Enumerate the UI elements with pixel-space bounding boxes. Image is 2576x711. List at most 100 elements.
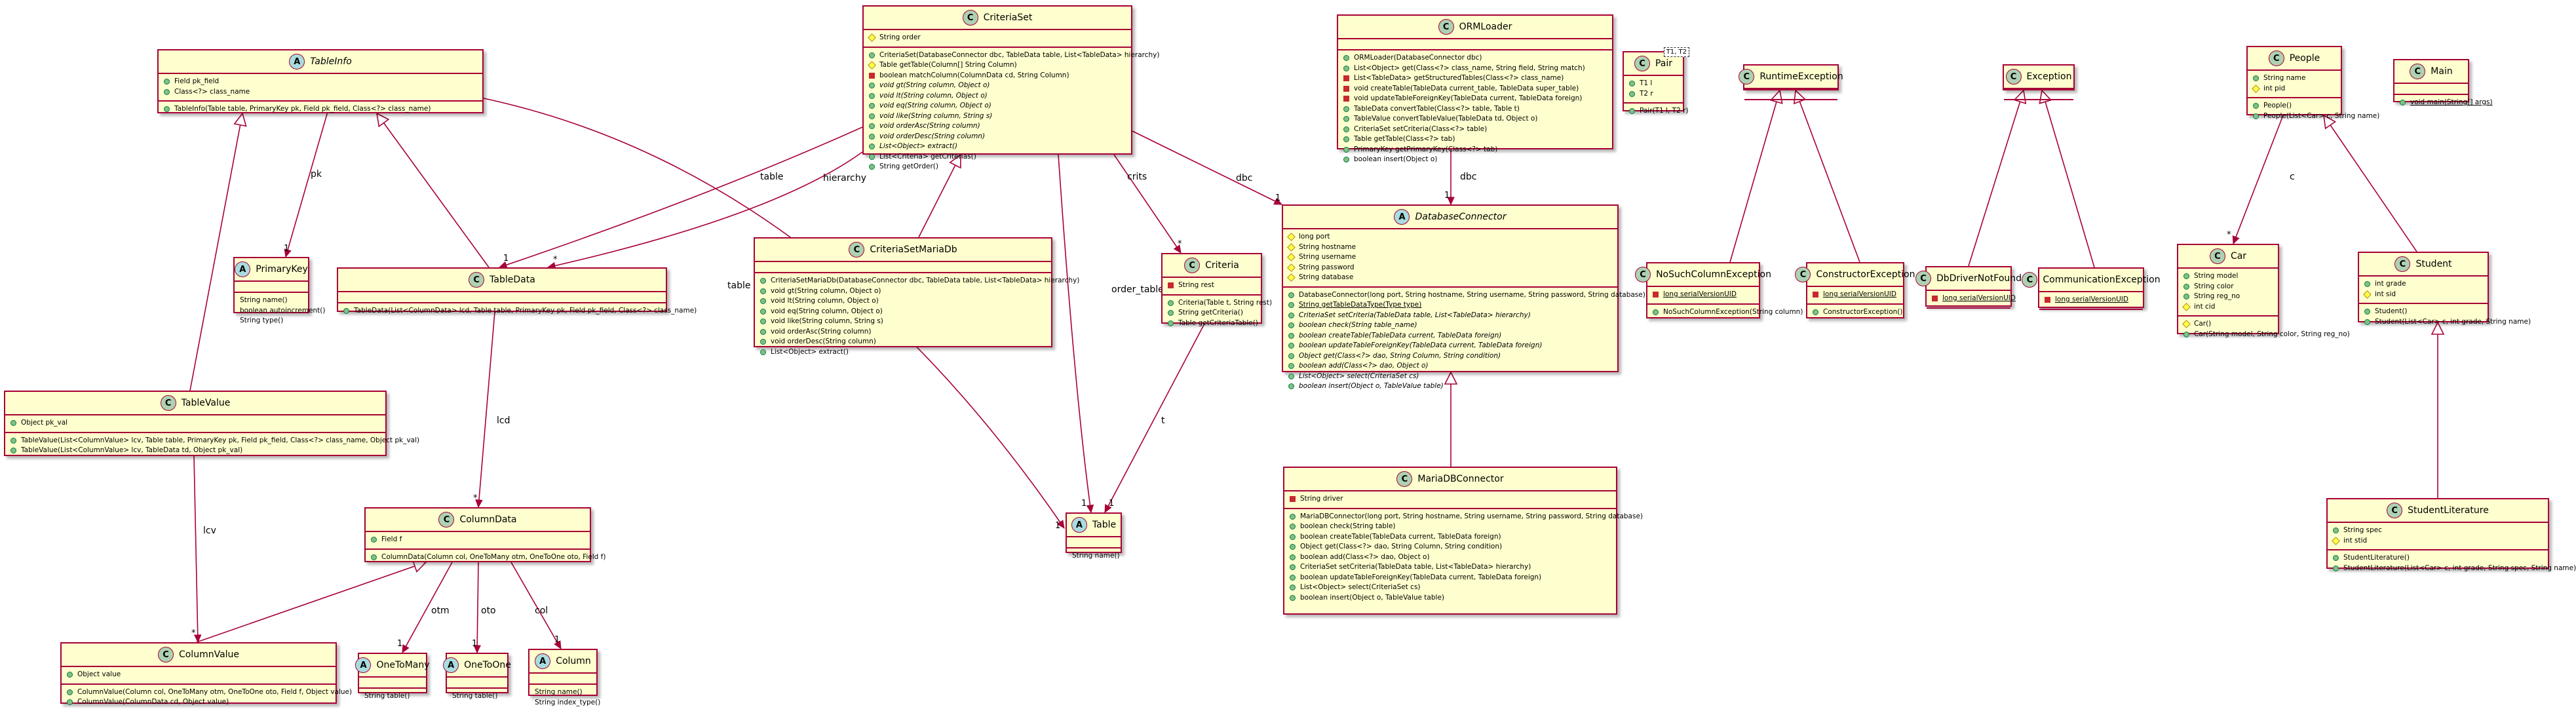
field-text: Class<?> class_name (174, 87, 250, 96)
method-text: void createTable(TableData current_table… (1354, 84, 1579, 92)
field-row: long serialVersionUID (2045, 295, 2138, 305)
class-name: OneToOne (464, 660, 511, 670)
method-row: String type() (240, 316, 303, 326)
method-row: StudentLiterature(List<Car> c, int grade… (2333, 564, 2576, 574)
edge-line (510, 562, 562, 649)
field-text: int pid (2263, 84, 2286, 92)
method-text: ColumnValue(ColumnData cd, Object value) (77, 698, 229, 706)
class-stereotype-icon: C (157, 647, 174, 663)
fields-section: String driver (1284, 491, 1616, 509)
methods-section (2004, 100, 2073, 110)
methods-section: ColumnValue(Column col, OneToMany otm, O… (62, 685, 352, 711)
visibility-priv-icon (1168, 282, 1174, 289)
method-row: TableInfo(Table table, PrimaryKey pk, Fi… (164, 104, 477, 115)
edge-multiplicity: * (473, 493, 478, 503)
edge-e-pk: pk1 (284, 88, 335, 258)
visibility-pub-icon (371, 537, 377, 543)
method-row: String name() (240, 296, 303, 306)
method-row: String name() (1072, 551, 1120, 562)
visibility-pub-icon (2333, 555, 2339, 562)
visibility-pub-icon (1288, 332, 1294, 339)
edge-e-cs-hierarchy: hierarchy* (547, 151, 866, 270)
field-row: String rest (1168, 280, 1256, 291)
association-arrowhead (473, 645, 481, 654)
class-stereotype-icon: C (1184, 258, 1201, 273)
fields-section: String rest (1163, 278, 1261, 296)
visibility-pub-icon (1290, 594, 1296, 601)
association-arrowhead (284, 248, 292, 258)
method-text: List<TableData> getStructuredTables(Clas… (1354, 74, 1564, 82)
visibility-priv-icon (869, 72, 875, 79)
annotation-stereotype-icon: A (289, 54, 305, 69)
visibility-pub-icon (1343, 55, 1349, 62)
visibility-priv-icon (2045, 297, 2050, 303)
visibility-pub-icon (760, 288, 766, 294)
method-row: List<Object> extract() (760, 347, 1046, 358)
class-stereotype-icon: C (160, 395, 176, 411)
method-row: boolean matchColumn(ColumnData cd, Strin… (869, 71, 1126, 81)
methods-section: Car()Car(String model, String color, Str… (2178, 317, 2350, 343)
field-text: int sid (2375, 290, 2396, 298)
edge-multiplicity: 1 (1081, 499, 1086, 509)
visibility-pub-icon (1288, 292, 1294, 298)
edge-line (1795, 90, 1860, 263)
edge-multiplicity: 1 (284, 244, 289, 254)
fields-section (1067, 537, 1121, 548)
field-row: Object value (67, 670, 330, 680)
visibility-pub-icon (869, 103, 875, 109)
method-row: void eq(String column, Object o) (869, 101, 1126, 111)
edge-e-cv-inh (196, 560, 427, 643)
method-row: boolean insert(Object o) (1343, 155, 1607, 165)
inheritance-arrowhead (233, 112, 247, 127)
inheritance-arrowhead (375, 112, 390, 128)
edge-e-student-inh (2322, 114, 2417, 252)
field-row: int cid (2182, 302, 2273, 313)
edge-line (2323, 115, 2417, 252)
visibility-pub-icon (2183, 331, 2189, 337)
method-text: ORMLoader(DatabaseConnector dbc) (1354, 54, 1482, 62)
visibility-pub-icon (869, 92, 875, 99)
edge-e-comm-inh (2039, 89, 2095, 268)
method-row: Criteria(Table t, String rest) (1168, 298, 1272, 309)
methods-section (1744, 100, 1837, 110)
fields-section (447, 678, 507, 689)
field-text: long serialVersionUID (1942, 294, 2016, 302)
method-row: void orderAsc(String column) (760, 327, 1046, 337)
methods-section: String name()String index_type() (529, 685, 600, 711)
fields-section: Object pk_val (5, 415, 385, 433)
edge-label: order_table (1111, 284, 1164, 295)
